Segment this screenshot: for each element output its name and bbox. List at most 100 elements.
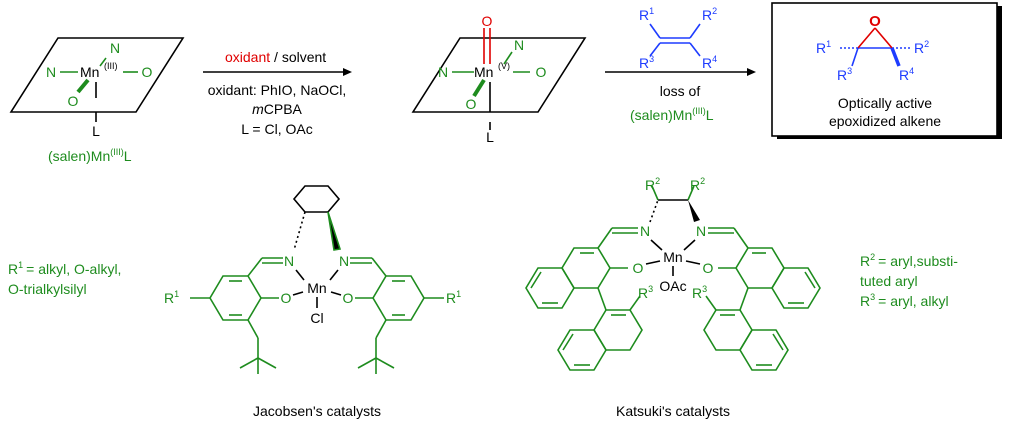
alkene-r4-bond xyxy=(689,42,701,57)
jacobsen-left-aryl-ring xyxy=(209,275,262,321)
katsuki-r2-definition-2: tuted aryl xyxy=(860,273,918,289)
katsuki-right-naph-ring-b xyxy=(771,267,821,309)
jacobsen-right-tbu-c3 xyxy=(375,357,395,369)
katsuki-r2-right-bond xyxy=(687,185,695,201)
product-caption-2: epoxidized alkene xyxy=(829,113,941,129)
cyclohexane-ring xyxy=(292,185,341,213)
reaction-arrow-1: oxidant / solvent oxidant: PhIO, NaOCl, … xyxy=(203,49,352,137)
katsuki-mn-n-right xyxy=(683,239,696,251)
katsuki-caption: Katsuki's catalysts xyxy=(616,403,730,419)
ligand-list: L = Cl, OAc xyxy=(241,121,312,137)
salen-plane xyxy=(9,37,185,113)
alkene-r4: R4 xyxy=(702,54,717,71)
atom-l: L xyxy=(92,123,100,139)
katsuki-r2-definition: R2= aryl,substi- xyxy=(860,252,958,269)
jacobsen-n-left: N xyxy=(284,253,294,269)
alkene-r1: R1 xyxy=(639,6,654,23)
katsuki-oac: OAc xyxy=(659,278,686,294)
jacobsen-mn-o-left xyxy=(292,291,304,296)
jacobsen-wedge-bond xyxy=(327,211,342,251)
atom-mn: Mn xyxy=(80,64,99,80)
katsuki-left-naph-ring-a xyxy=(561,247,611,289)
katsuki-right-lower-double-b xyxy=(772,333,784,351)
oxidant-list: oxidant: PhIO, NaOCl, xyxy=(208,82,347,98)
katsuki-r3-right: R3 xyxy=(692,284,707,301)
atom-o-right: O xyxy=(142,64,153,80)
katsuki-n-left: N xyxy=(640,223,650,239)
mn-iii-complex: N N Mn (III) O O L (salen)Mn(III)L xyxy=(9,37,185,164)
katsuki-r2-right: R2 xyxy=(690,176,705,193)
jacobsen-caption: Jacobsen's catalysts xyxy=(253,403,381,419)
mcpba-label: mCPBA xyxy=(252,101,302,117)
atom-mn-2: Mn xyxy=(474,64,493,80)
katsuki-mn-o-left xyxy=(645,260,661,265)
mn-n-back-bond-2 xyxy=(503,51,513,65)
jacobsen-mn: Mn xyxy=(307,280,326,296)
oxidation-state: (III) xyxy=(104,61,118,71)
katsuki-mn: Mn xyxy=(663,249,682,265)
mn-o-wedge xyxy=(76,78,90,94)
epoxide-r3-bond xyxy=(851,47,859,67)
jacobsen-mn-o-right xyxy=(330,291,342,296)
katsuki-structure xyxy=(525,185,821,371)
katsuki-left-r3-bond xyxy=(629,295,641,311)
katsuki-o-right: O xyxy=(703,260,714,276)
product-box: O R1 R2 R3 R4 Optically active epoxidize… xyxy=(771,2,1002,139)
jacobsen-left-tbu-c3 xyxy=(257,357,277,369)
jacobsen-hashed-bond xyxy=(293,211,306,251)
katsuki-right-ch-bond xyxy=(733,227,749,249)
katsuki-mn-o-right xyxy=(685,260,701,265)
reaction-arrow-2: loss of (salen)Mn(III)L xyxy=(605,68,756,123)
katsuki-left-lower-double-b xyxy=(562,333,574,351)
katsuki-hashed-bond xyxy=(649,199,659,223)
atom-o-front: O xyxy=(68,93,79,109)
alkene-r2: R2 xyxy=(702,6,717,23)
katsuki-mn-n-left xyxy=(650,239,663,251)
katsuki-right-lower-ring-b xyxy=(739,329,789,371)
jacobsen-r1-right: R1 xyxy=(446,289,461,306)
jacobsen-right-aryl-ring xyxy=(372,275,425,321)
epoxide-r4-wedge xyxy=(890,47,901,67)
katsuki-left-lower-ring-b xyxy=(557,329,607,371)
atom-n-back-2: N xyxy=(514,37,524,53)
loss-of-label: loss of xyxy=(660,83,701,99)
atom-n-left-2: N xyxy=(438,64,448,80)
jacobsen-right-tbu-c2 xyxy=(357,357,377,369)
alkene-substrate: R1 R2 R3 R4 xyxy=(639,6,717,71)
katsuki-r3-definition: R3= aryl, alkyl xyxy=(860,292,949,309)
jacobsen-mn-n-right xyxy=(329,269,339,281)
jacobsen-left-tbu-bond xyxy=(247,319,259,339)
atom-n-left: N xyxy=(46,64,56,80)
jacobsen-o-right: O xyxy=(343,290,354,306)
jacobsen-left-tbu-c2 xyxy=(239,357,259,369)
katsuki-o-left: O xyxy=(633,260,644,276)
katsuki-r2-left: R2 xyxy=(645,176,660,193)
katsuki-left-naph-ring-b xyxy=(525,267,575,309)
katsuki-right-naph-ring-a xyxy=(735,247,785,289)
katsuki-r2-left-bond xyxy=(651,185,659,201)
katsuki-wedge-bond xyxy=(688,200,700,222)
alkene-r3-bond xyxy=(649,42,661,57)
katsuki-r3-left: R3 xyxy=(638,284,653,301)
product-caption-1: Optically active xyxy=(838,95,932,111)
arrow-1-head xyxy=(343,68,352,76)
katsuki-left-biaryl-bond xyxy=(597,287,607,311)
katsuki-right-lower-ring-a xyxy=(703,309,753,351)
atom-o-right-2: O xyxy=(536,64,547,80)
mn-o-wedge-2 xyxy=(472,78,486,98)
katsuki-right-r3-bond xyxy=(705,295,717,311)
jacobsen-r1-definition: R1= alkyl, O-alkyl, xyxy=(8,260,121,277)
katsuki-definitions: R2= aryl,substi- tuted aryl R3= aryl, al… xyxy=(860,252,958,309)
alkene-r3: R3 xyxy=(639,54,654,71)
jacobsen-right-tbu-bond xyxy=(375,319,387,339)
oxo-atom: O xyxy=(482,13,493,29)
epoxide-oxygen: O xyxy=(869,13,881,30)
epoxide-co-bond-left xyxy=(857,27,876,49)
jacobsen-r1-definition-2: O-trialkylsilyl xyxy=(8,281,87,297)
salen-plane-2 xyxy=(411,37,587,113)
mn-v-oxo-complex: O N N Mn (V) O O L xyxy=(411,13,587,145)
katsuki-left-lower-ring-a xyxy=(593,309,643,351)
katsuki-left-ch-bond xyxy=(597,227,613,249)
oxidant-solvent-label: oxidant / solvent xyxy=(225,49,326,65)
